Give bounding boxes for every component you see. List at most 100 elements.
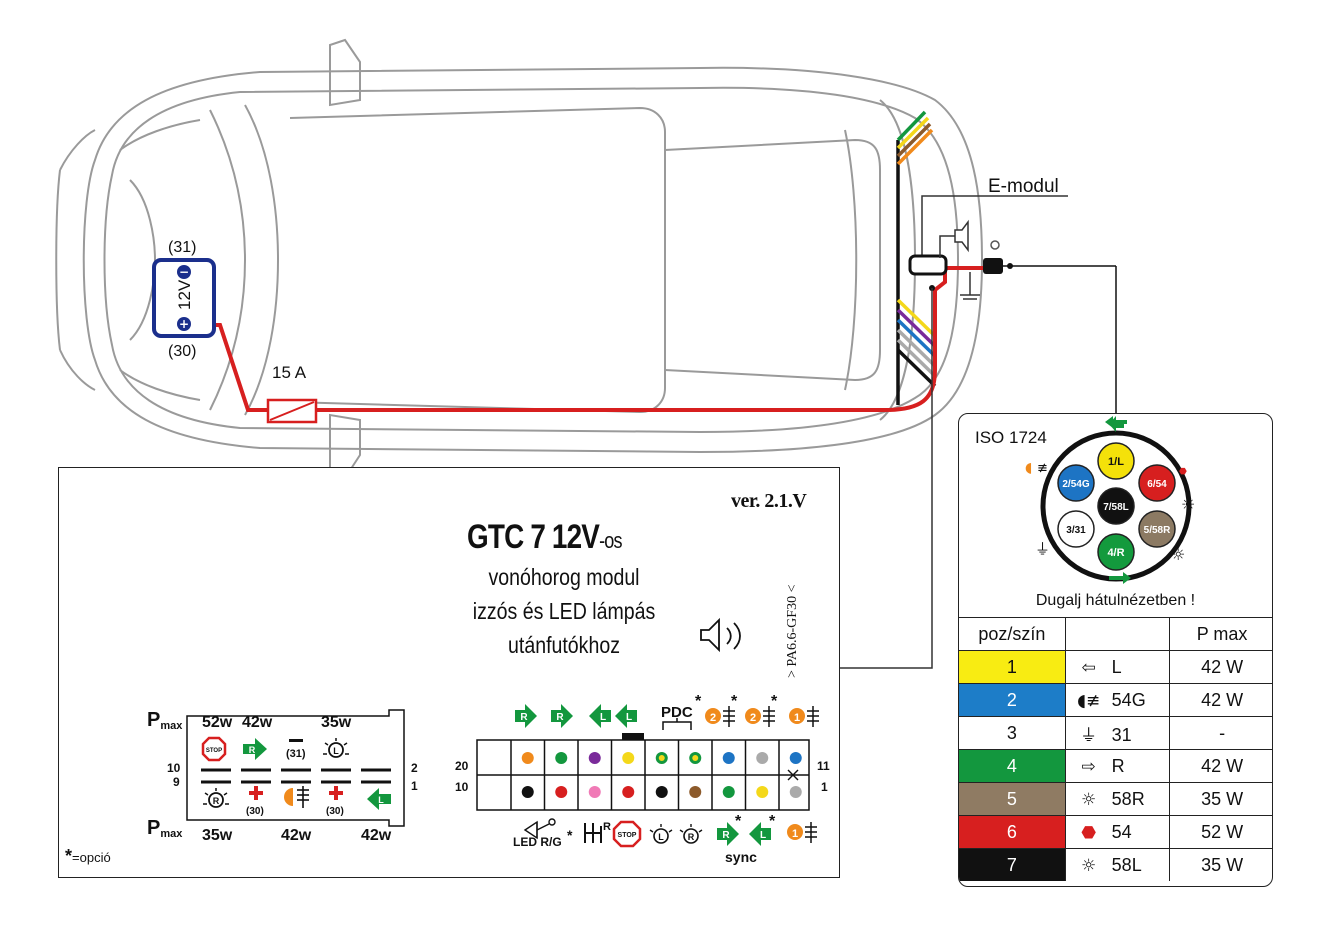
socket-pin-label-3: 3/31 <box>1066 525 1086 536</box>
watt-top-2: 42w <box>242 714 273 731</box>
subtitle-line-2: izzós és LED lámpás <box>472 598 656 624</box>
svg-text:*: * <box>735 813 742 830</box>
num-1-fog-icon: 1 <box>789 706 819 727</box>
socket-view-caption: Dugalj hátulnézetben ! <box>1035 592 1196 609</box>
connector-pin-top <box>722 752 735 764</box>
num-1-fog-icon: 1 <box>787 822 817 843</box>
e-modul-label: E-modul <box>988 176 1059 197</box>
socket-pin-label-5: 5/58R <box>1144 525 1171 536</box>
svg-text:*: * <box>769 813 776 830</box>
connector-pin-bottom <box>722 786 735 798</box>
socket-pin-3 <box>1057 510 1095 548</box>
pmax-bottom-label: Pmax <box>147 817 183 840</box>
svg-text:1: 1 <box>792 828 798 840</box>
svg-text:2: 2 <box>710 712 716 724</box>
pin-number: 5 <box>959 782 1066 816</box>
left-arrow-icon: L <box>589 704 611 728</box>
header-position: poz/szín <box>959 617 1066 651</box>
side-icons: ◖ ≢ ⬣ ☼ ☼ ⏚ <box>1025 460 1195 564</box>
connector-pin-top <box>588 752 601 764</box>
minus-icon <box>289 739 303 742</box>
connector-pin-bottom <box>521 786 534 798</box>
subtitle-line-3: utánfutókhoz <box>508 632 620 658</box>
e-modul-icon <box>908 254 948 276</box>
pin-number: 1 <box>959 650 1066 684</box>
bottom-icons: LED R/G * R STOP L R R * L * sync 1 <box>513 813 817 865</box>
watt-top-3: 35w <box>321 714 352 731</box>
svg-text:STOP: STOP <box>618 832 637 839</box>
pin-pmax: - <box>1169 716 1272 750</box>
left-connector: Pmax Pmax 52w 42w 35w 35w 42w 42w 10 9 2… <box>147 709 418 844</box>
pin-pmax: 35 W <box>1169 782 1272 816</box>
right-connector: 20 10 11 1 R R L L PDC * 2 * 2 * 1 <box>455 693 830 865</box>
pin-number: 4 <box>959 749 1066 783</box>
svg-text:L: L <box>658 832 664 842</box>
lamp-l-icon: L <box>649 824 673 844</box>
svg-text:R: R <box>688 832 695 842</box>
left-arrow-icon: ⇦ <box>1081 657 1096 678</box>
iso-title: ISO 1724 <box>975 428 1047 447</box>
top-icons: R R L L PDC * 2 * 2 * 1 <box>515 693 819 730</box>
pin-table-row: 3 ⏚ 31 - <box>959 716 1272 750</box>
pdc-label: PDC <box>661 704 693 721</box>
socket-pin-5 <box>1138 510 1176 548</box>
connector-pin-bottom <box>588 786 601 798</box>
fog-light-icon: ◖ <box>1025 460 1032 476</box>
subtitle-line-1: vonóhorog modul <box>488 564 640 590</box>
svg-text:2: 2 <box>750 712 756 724</box>
pin-function: ☼58R <box>1064 782 1170 816</box>
svg-text:1: 1 <box>794 712 800 724</box>
right-pin-2: 2 <box>411 761 418 775</box>
svg-text:*: * <box>695 693 702 710</box>
rpin-20: 20 <box>455 759 469 773</box>
socket-pin-7 <box>1097 487 1135 525</box>
lamp-r-icon: R <box>203 788 229 808</box>
socket-pin-label-2: 2/54G <box>1062 479 1089 490</box>
connector-pin-top <box>789 752 802 764</box>
pin-number: 3 <box>959 716 1066 750</box>
socket-pin-label-1: 1/L <box>1108 456 1124 468</box>
pin-function: ⇨R <box>1064 749 1170 783</box>
pin-function-label: R <box>1111 755 1125 776</box>
right-arrow-icon: R <box>243 738 267 760</box>
pin-function-label: 31 <box>1111 724 1132 745</box>
connector-pin-top <box>756 752 769 764</box>
connector-pin-bottom <box>622 786 635 798</box>
svg-text:L: L <box>600 712 606 723</box>
num-2-fog-icon: 2 <box>705 706 735 727</box>
right-pin-1: 1 <box>411 779 418 793</box>
svg-text:L: L <box>626 712 632 723</box>
pin-function: ☼58L <box>1064 848 1170 881</box>
pin-function: ⏚ 31 <box>1064 716 1170 750</box>
left-pin-10: 10 <box>167 761 181 775</box>
svg-text:L: L <box>333 746 339 756</box>
connector-pin-bottom <box>655 786 668 798</box>
lamp-icon: ☼ <box>1081 855 1097 876</box>
buzzer-icon <box>954 219 969 253</box>
plus-icon <box>249 786 263 800</box>
watt-bottom-2: 42w <box>281 827 312 844</box>
ground-icon: ⏚ <box>1080 725 1098 746</box>
fog-light-icon <box>284 786 309 808</box>
svg-text:*: * <box>731 693 738 710</box>
svg-text:*: * <box>771 693 778 710</box>
lamp-icon: ☼ <box>1181 495 1195 514</box>
option-note: *=opció <box>65 846 111 866</box>
socket-pin-label-7: 7/58L <box>1103 502 1129 513</box>
socket-pin-label-6: 6/54 <box>1147 479 1167 490</box>
right-arrow-icon: R <box>717 822 739 846</box>
module-title-suffix: -os <box>599 528 622 553</box>
small-31-label: (31) <box>286 748 306 760</box>
rpin-1: 1 <box>821 780 828 794</box>
pin-number: 6 <box>959 815 1066 849</box>
power-wire <box>196 266 985 412</box>
socket-pin-4 <box>1097 533 1135 571</box>
socket-pin-label-4: 4/R <box>1107 547 1124 559</box>
header-pmax: P max <box>1169 617 1272 651</box>
lamp-l-icon: L <box>323 738 349 758</box>
svg-text:−: − <box>179 265 189 279</box>
stop-icon: ⬣ <box>1179 467 1187 477</box>
